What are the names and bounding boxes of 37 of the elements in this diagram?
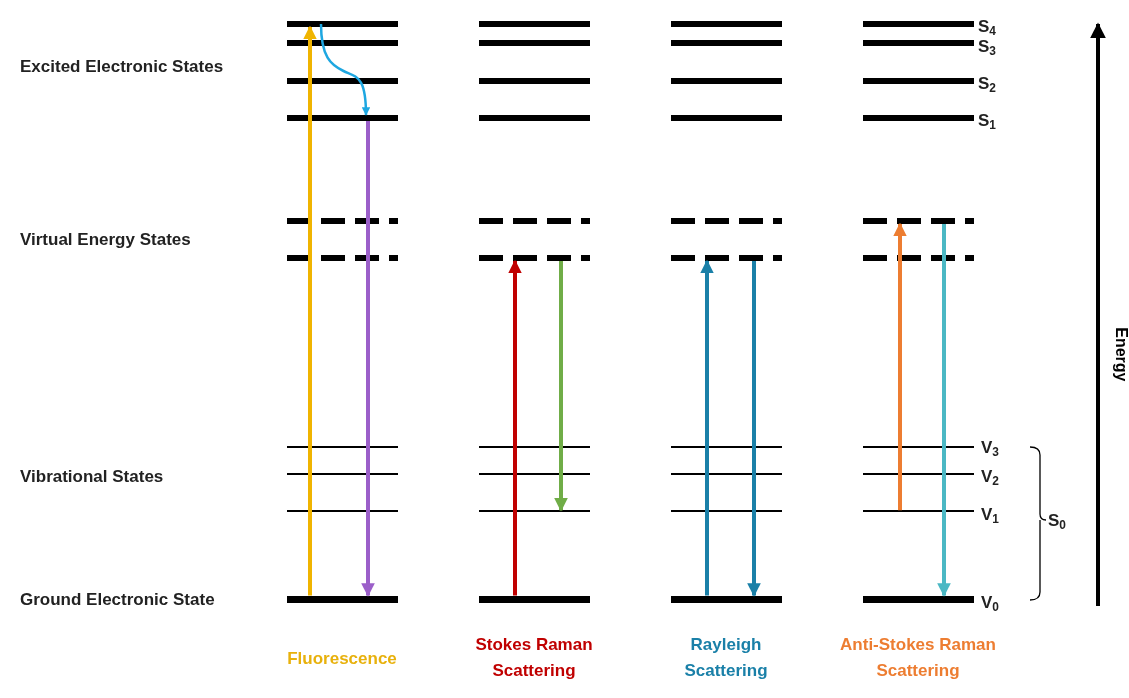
process-label: Rayleigh Scattering [683, 634, 769, 683]
state-category-label: Ground Electronic State [20, 589, 215, 611]
energy-level-line [671, 446, 782, 448]
energy-level-line [671, 473, 782, 475]
transition-arrow [893, 222, 907, 511]
level-label: V$_{2}$ [981, 466, 999, 490]
transition-arrow [747, 261, 761, 597]
axis-label: Energy [1111, 327, 1129, 382]
state-category-label: Virtual Energy States [20, 229, 191, 251]
transition-arrow [700, 259, 714, 596]
energy-level-line [863, 510, 974, 512]
energy-level-line [863, 473, 974, 475]
transition-arrow [303, 25, 317, 596]
energy-level-line [671, 510, 782, 512]
level-label: S$_{2}$ [978, 73, 996, 97]
transition-arrow [508, 259, 522, 596]
energy-level-line [287, 510, 398, 512]
transition-arrow [554, 261, 568, 512]
energy-level-line [479, 473, 590, 475]
energy-level-line [863, 446, 974, 448]
transition-arrow [361, 121, 375, 597]
energy-level-line [287, 446, 398, 448]
energy-level-line [479, 446, 590, 448]
level-label: S$_{0}$ [1048, 510, 1066, 534]
process-label: Anti-Stokes Raman Scattering [839, 634, 997, 683]
process-label: Fluorescence [286, 648, 398, 670]
state-category-label: Excited Electronic States [20, 56, 224, 78]
transition-arrow [937, 224, 951, 597]
process-label: Stokes Raman Scattering [474, 634, 594, 683]
state-category-label: Vibrational States [20, 466, 164, 488]
level-label: S$_{1}$ [978, 110, 996, 134]
energy-level-line [287, 473, 398, 475]
transition-arrow [319, 23, 371, 116]
level-label: V$_{0}$ [981, 592, 999, 616]
level-label: V$_{1}$ [981, 504, 999, 528]
level-label: V$_{3}$ [981, 437, 999, 461]
energy-level-line [479, 510, 590, 512]
